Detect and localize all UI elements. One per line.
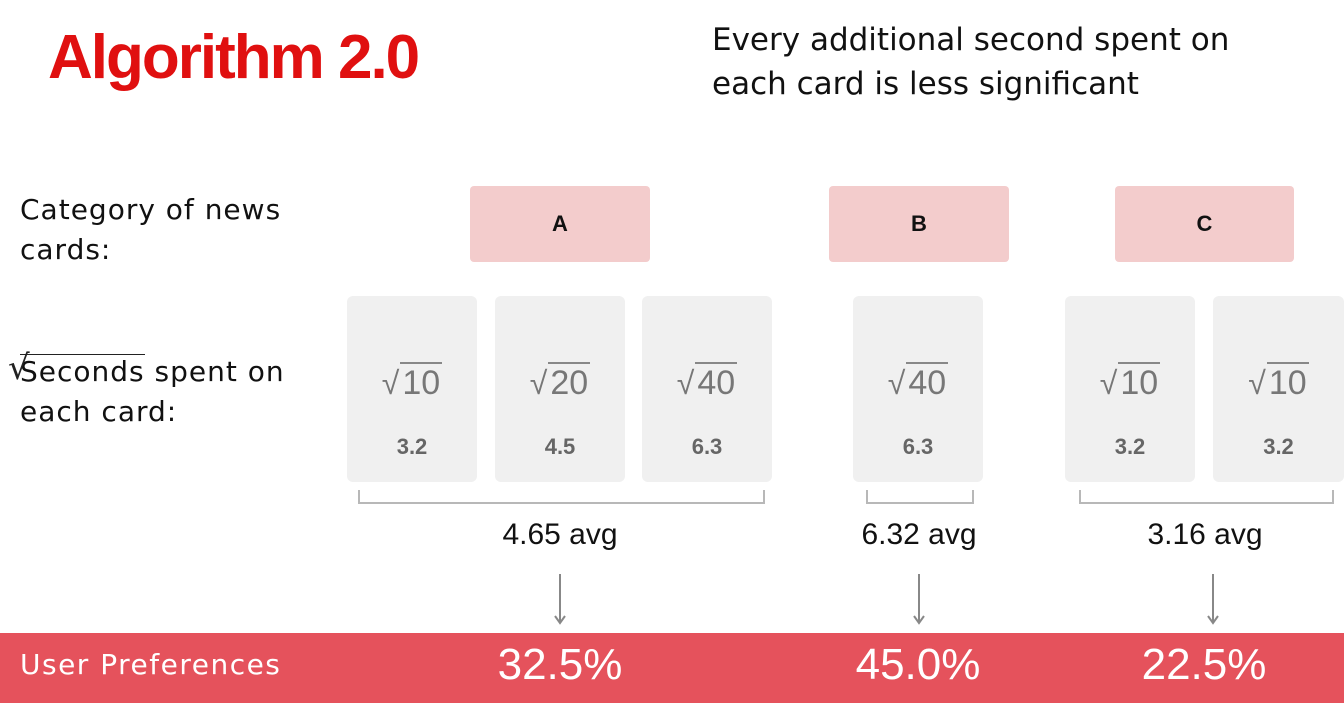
card-c2-value: 3.2: [1263, 434, 1294, 459]
card-c1: √10 3.2: [1065, 296, 1195, 482]
sqrt-seconds-term: √Seconds: [8, 348, 145, 392]
card-a3-seconds: 40: [695, 362, 738, 402]
preference-c: 22.5%: [1141, 640, 1267, 689]
card-c2: √10 3.2: [1213, 296, 1344, 482]
card-a2-expression: √20: [495, 362, 625, 403]
card-a2: √20 4.5: [495, 296, 625, 482]
sqrt-icon: √: [887, 365, 906, 401]
sqrt-icon: √: [676, 365, 695, 401]
card-a1-value: 3.2: [396, 434, 428, 459]
sqrt-icon: √: [1248, 365, 1266, 401]
user-preferences-label: User Preferences: [20, 648, 282, 681]
card-c2-expression: √10: [1213, 362, 1344, 403]
card-a3: √40 6.3: [642, 296, 772, 482]
category-a-box: A: [470, 186, 650, 262]
sqrt-icon: √: [1099, 365, 1118, 401]
down-arrow-icon: [1207, 574, 1219, 625]
category-row-label: Category of news cards:: [20, 193, 282, 266]
card-c1-value: 3.2: [1114, 434, 1146, 459]
card-a1: √10 3.2: [347, 296, 477, 482]
category-b-box: B: [829, 186, 1009, 262]
seconds-line2: each card:: [20, 395, 178, 428]
card-a2-seconds: 20: [548, 362, 591, 402]
avg-c: 3.16 avg: [1147, 518, 1263, 551]
category-c-box: C: [1115, 186, 1294, 262]
card-a3-expression: √40: [642, 362, 772, 403]
card-b1-value: 6.3: [902, 434, 934, 459]
bracket-a: [358, 490, 765, 504]
preference-a: 32.5%: [497, 640, 623, 689]
down-arrow-icon: [554, 574, 566, 625]
preference-b: 45.0%: [855, 640, 981, 689]
user-preferences-bar: [0, 633, 1344, 703]
card-a1-seconds: 10: [400, 362, 443, 402]
avg-b: 6.32 avg: [861, 518, 977, 551]
card-b1: √40 6.3: [853, 296, 983, 482]
category-b-label: B: [911, 211, 927, 236]
card-a1-expression: √10: [347, 362, 477, 403]
category-a-label: A: [552, 211, 568, 236]
category-c-label: C: [1196, 211, 1213, 236]
bracket-c: [1079, 490, 1334, 504]
seconds-word: Seconds: [20, 354, 145, 388]
subtitle: Every additional second spent on each ca…: [712, 22, 1230, 102]
down-arrow-icon: [913, 574, 925, 625]
card-c2-seconds: 10: [1266, 362, 1309, 402]
seconds-row-label: √Seconds spent on each card:: [8, 348, 320, 432]
card-c1-expression: √10: [1065, 362, 1195, 403]
card-a3-value: 6.3: [691, 434, 723, 459]
card-c1-seconds: 10: [1118, 362, 1161, 402]
sqrt-icon: √: [529, 365, 548, 401]
sqrt-icon: √: [381, 365, 400, 401]
card-a2-value: 4.5: [544, 434, 576, 459]
bracket-b: [866, 490, 974, 504]
avg-a: 4.65 avg: [502, 518, 618, 551]
card-b1-seconds: 40: [906, 362, 949, 402]
page-title: Algorithm 2.0: [48, 23, 420, 92]
card-b1-expression: √40: [853, 362, 983, 403]
sqrt-icon: √: [8, 348, 31, 388]
seconds-rest: spent on: [144, 355, 285, 388]
